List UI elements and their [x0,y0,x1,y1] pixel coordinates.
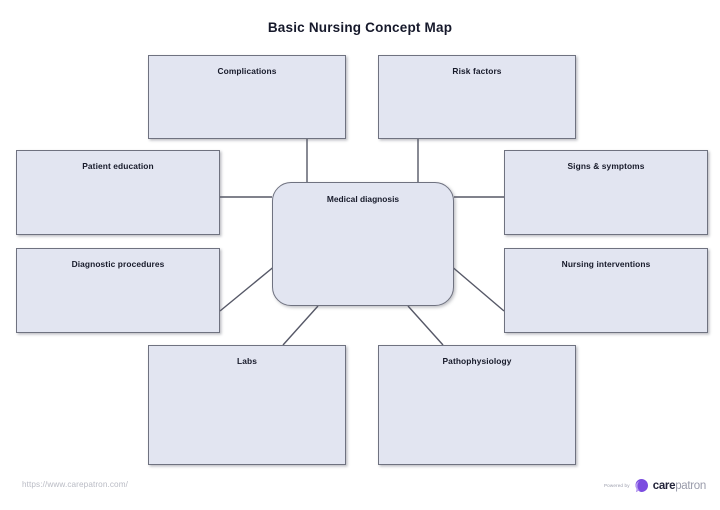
node-signs-symptoms[interactable]: Signs & symptoms [504,150,708,235]
node-labs-label: Labs [237,356,257,366]
edge-center-to-labs [282,305,319,346]
edge-center-to-diagnostic-procedures [219,264,277,312]
node-diagnostic-procedures[interactable]: Diagnostic procedures [16,248,220,333]
brand-name-bold: care [652,479,676,492]
node-complications[interactable]: Complications [148,55,346,139]
edge-center-to-pathophysiology [407,305,444,346]
edge-center-to-nursing-interventions [449,264,505,312]
node-pathophysiology-label: Pathophysiology [442,356,512,366]
page-title: Basic Nursing Concept Map [267,20,453,35]
node-diagnostic-procedures-label: Diagnostic procedures [71,259,165,269]
node-complications-label: Complications [217,66,277,76]
node-medical-diagnosis[interactable]: Medical diagnosis [272,182,454,306]
node-labs[interactable]: Labs [148,345,346,465]
node-patient-education-label: Patient education [82,161,154,171]
node-medical-diagnosis-label: Medical diagnosis [326,194,400,204]
powered-by-label: Powered by [603,483,630,488]
node-patient-education[interactable]: Patient education [16,150,220,235]
node-nursing-interventions[interactable]: Nursing interventions [504,248,708,333]
node-nursing-interventions-label: Nursing interventions [561,259,651,269]
node-risk-factors[interactable]: Risk factors [378,55,576,139]
node-risk-factors-label: Risk factors [452,66,502,76]
carepatron-wordmark: carepatron [652,479,707,492]
carepatron-logo-icon [634,478,649,493]
node-pathophysiology[interactable]: Pathophysiology [378,345,576,465]
brand-name-light: patron [675,479,706,492]
carepatron-url[interactable]: https://www.carepatron.com/ [22,480,128,489]
node-signs-symptoms-label: Signs & symptoms [567,161,645,171]
carepatron-brand: Powered by carepatron [604,478,706,493]
